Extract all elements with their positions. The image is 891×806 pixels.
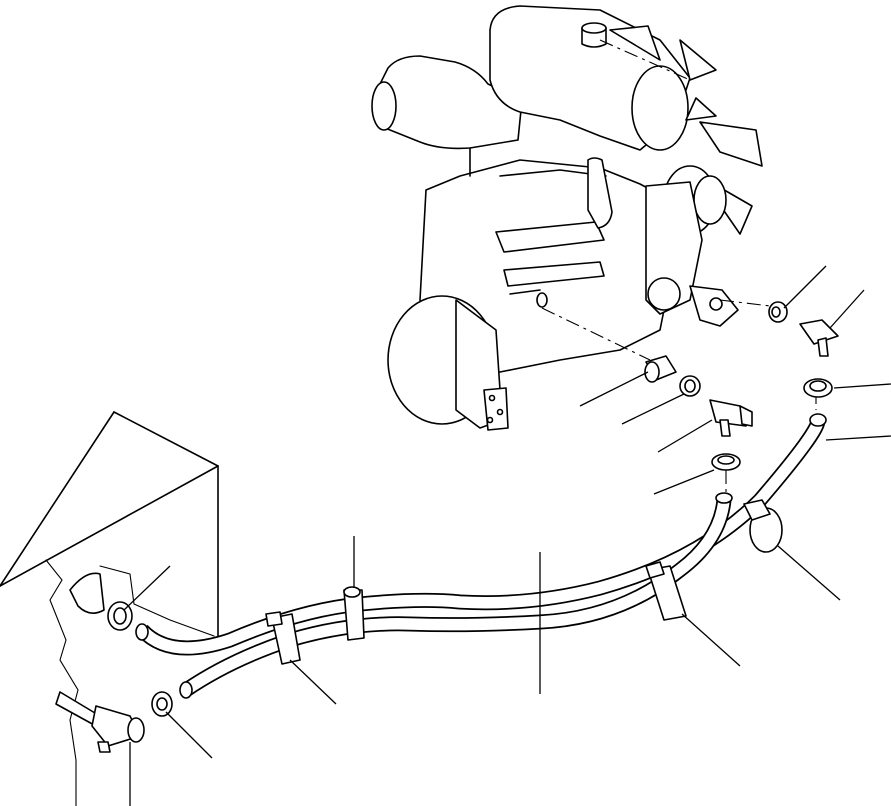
leader-lines — [123, 265, 891, 806]
hose-clamp-icon — [265, 499, 783, 665]
hose-clamp-icon — [711, 453, 741, 471]
hose-nipple-icon — [679, 375, 701, 397]
lower-fittings — [91, 601, 173, 753]
hose-clamp-icon — [107, 601, 133, 631]
hose-adapter-icon — [644, 355, 677, 383]
drain-valve-icon — [91, 705, 145, 753]
hose-clamp-icon — [151, 691, 173, 717]
heater-box-icon — [0, 411, 219, 806]
hose-nipple-icon — [768, 301, 788, 323]
drain-valve-icon — [799, 319, 839, 357]
drain-valve-icon — [709, 399, 753, 437]
engine-assembly-icon — [371, 5, 763, 431]
hose-clamp-icon — [803, 378, 833, 398]
engine-fittings — [644, 301, 839, 471]
